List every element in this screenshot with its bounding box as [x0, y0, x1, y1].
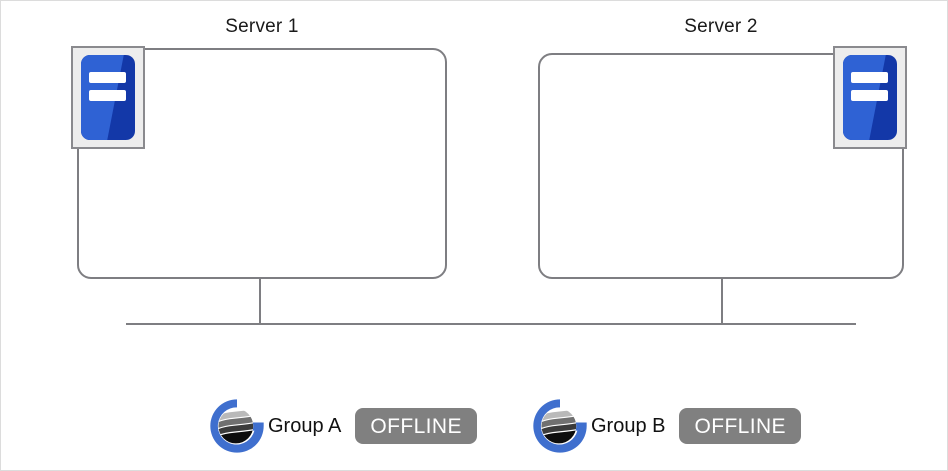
server-chip-graphic — [81, 55, 135, 140]
group-name-label: Group B — [591, 415, 666, 437]
server-2-label: Server 2 — [684, 16, 758, 37]
server-chip-bar — [851, 89, 888, 102]
server-icon[interactable] — [71, 46, 145, 149]
server-1-label: Server 1 — [225, 16, 299, 37]
group-globe-logo — [533, 399, 587, 453]
server-chip-graphic — [843, 55, 897, 140]
group-globe-logo — [210, 399, 264, 453]
server-icon[interactable] — [833, 46, 907, 149]
network-bus-line — [126, 323, 856, 325]
server-1-network-drop-line — [259, 279, 261, 324]
server-chip-bar — [851, 72, 888, 84]
group-row: Group B OFFLINE — [531, 397, 801, 455]
group-name-label: Group A — [268, 415, 342, 437]
group-row: Group A OFFLINE — [208, 397, 477, 455]
status-badge[interactable]: OFFLINE — [355, 408, 477, 444]
server-chip-bar — [89, 89, 126, 102]
server-2-network-drop-line — [721, 279, 723, 324]
server-chip-bar — [89, 72, 126, 84]
status-badge[interactable]: OFFLINE — [679, 408, 801, 444]
